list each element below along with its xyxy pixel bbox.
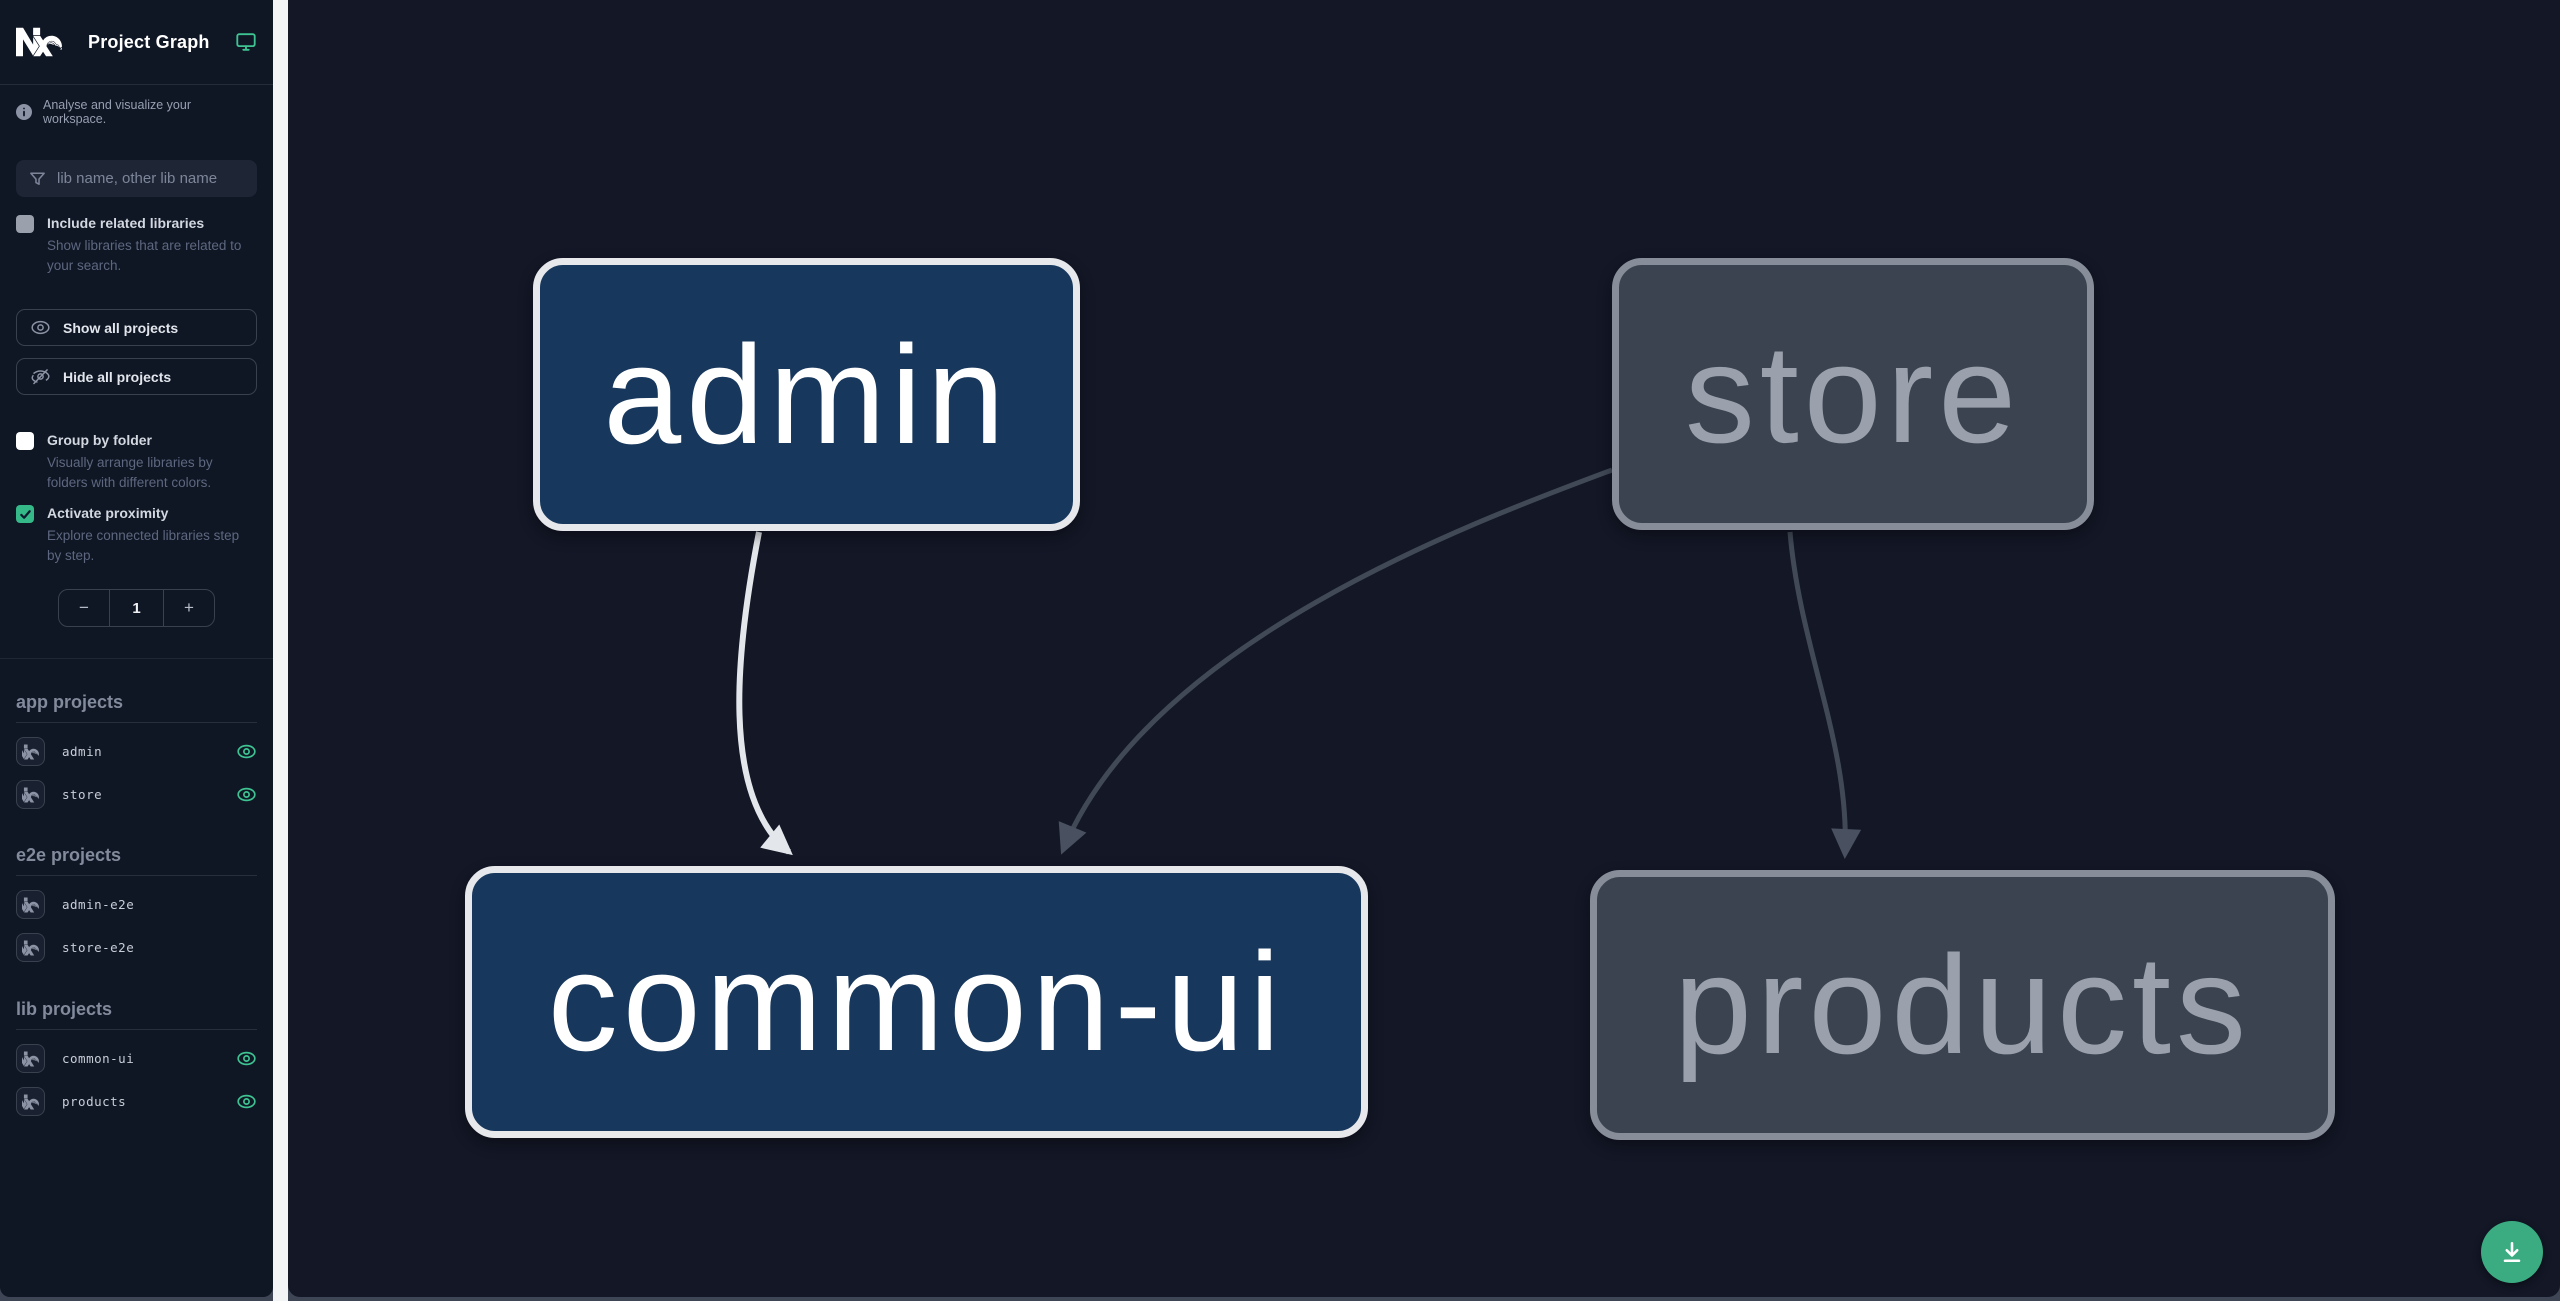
- proximity-decrement-button[interactable]: −: [59, 590, 109, 626]
- sidebar-header: Project Graph: [0, 0, 273, 85]
- show-all-projects-button[interactable]: Show all projects: [16, 309, 257, 346]
- graph-node-store[interactable]: store: [1612, 258, 2094, 530]
- visibility-eye-icon[interactable]: [236, 1048, 257, 1069]
- intro-text: Analyse and visualize your workspace.: [43, 98, 191, 126]
- nx-project-icon: [22, 744, 39, 760]
- project-focus-button[interactable]: [16, 890, 45, 919]
- graph-node-admin[interactable]: admin: [533, 258, 1080, 531]
- search-input[interactable]: [16, 160, 257, 197]
- activate-proximity-label: Activate proximity: [47, 505, 169, 521]
- hide-all-projects-label: Hide all projects: [63, 368, 172, 385]
- section-title-lib-projects: lib projects: [16, 999, 257, 1030]
- monitor-icon: [236, 33, 256, 51]
- project-row-admin-e2e[interactable]: admin-e2e: [16, 890, 257, 919]
- include-related-option[interactable]: Include related libraries Show libraries…: [0, 214, 273, 276]
- eye-icon: [31, 320, 50, 335]
- edge-store-to-common-ui: [1058, 467, 1613, 855]
- project-focus-button[interactable]: [16, 1087, 45, 1116]
- nx-project-icon: [22, 897, 39, 913]
- project-row-store[interactable]: store: [16, 780, 257, 809]
- eye-off-icon: [31, 369, 50, 385]
- graph-node-products[interactable]: products: [1590, 870, 2335, 1140]
- nx-project-icon: [22, 940, 39, 956]
- proximity-stepper: − 1 +: [58, 589, 215, 627]
- edge-store-to-products: [1787, 531, 1862, 859]
- activate-proximity-option[interactable]: Activate proximity Explore connected lib…: [0, 504, 273, 566]
- group-by-folder-checkbox[interactable]: [16, 432, 34, 450]
- filter-field: [16, 160, 257, 197]
- project-name: common-ui: [62, 1051, 135, 1066]
- page-title: Project Graph: [88, 31, 210, 52]
- show-all-projects-label: Show all projects: [63, 319, 179, 336]
- project-focus-button[interactable]: [16, 780, 45, 809]
- download-image-button[interactable]: [2481, 1221, 2543, 1283]
- group-by-folder-option[interactable]: Group by folder Visually arrange librari…: [0, 431, 273, 493]
- project-row-common-ui[interactable]: common-ui: [16, 1044, 257, 1073]
- group-by-folder-description: Visually arrange libraries by folders wi…: [47, 455, 213, 490]
- graph-node-common-ui[interactable]: common-ui: [465, 866, 1368, 1138]
- intro-row: Analyse and visualize your workspace.: [0, 85, 273, 126]
- section-title-e2e-projects: e2e projects: [16, 845, 257, 876]
- info-icon: [16, 104, 32, 120]
- sidebar: Project Graph Analyse and visualize your…: [0, 0, 273, 1297]
- hide-all-projects-button[interactable]: Hide all projects: [16, 358, 257, 395]
- group-by-folder-label: Group by folder: [47, 432, 152, 448]
- check-icon: [19, 509, 31, 519]
- project-row-admin[interactable]: admin: [16, 737, 257, 766]
- project-name: store: [62, 787, 103, 802]
- include-related-description: Show libraries that are related to your …: [47, 238, 242, 273]
- visibility-eye-icon[interactable]: [236, 784, 257, 805]
- project-name: products: [62, 1094, 127, 1109]
- sidebar-canvas-divider[interactable]: [273, 0, 288, 1301]
- project-name: admin-e2e: [62, 897, 135, 912]
- download-icon: [2503, 1241, 2521, 1263]
- project-name: store-e2e: [62, 940, 135, 955]
- nx-logo-icon: [16, 27, 62, 57]
- include-related-label: Include related libraries: [47, 215, 205, 231]
- edge-admin-to-common-ui: [736, 531, 793, 856]
- sidebar-section-divider: [0, 658, 273, 659]
- nx-project-icon: [22, 1094, 39, 1110]
- project-focus-button[interactable]: [16, 737, 45, 766]
- activate-proximity-description: Explore connected libraries step by step…: [47, 528, 240, 563]
- include-related-checkbox[interactable]: [16, 215, 34, 233]
- project-focus-button[interactable]: [16, 933, 45, 962]
- graph-canvas[interactable]: admin store common-ui products: [288, 0, 2560, 1297]
- proximity-increment-button[interactable]: +: [164, 590, 214, 626]
- section-title-app-projects: app projects: [16, 692, 257, 723]
- project-row-products[interactable]: products: [16, 1087, 257, 1116]
- nx-project-icon: [22, 787, 39, 803]
- proximity-value[interactable]: 1: [109, 590, 164, 626]
- activate-proximity-checkbox[interactable]: [16, 505, 34, 523]
- project-focus-button[interactable]: [16, 1044, 45, 1073]
- project-name: admin: [62, 744, 103, 759]
- nx-project-icon: [22, 1051, 39, 1067]
- project-row-store-e2e[interactable]: store-e2e: [16, 933, 257, 962]
- visibility-eye-icon[interactable]: [236, 741, 257, 762]
- visibility-eye-icon[interactable]: [236, 1091, 257, 1112]
